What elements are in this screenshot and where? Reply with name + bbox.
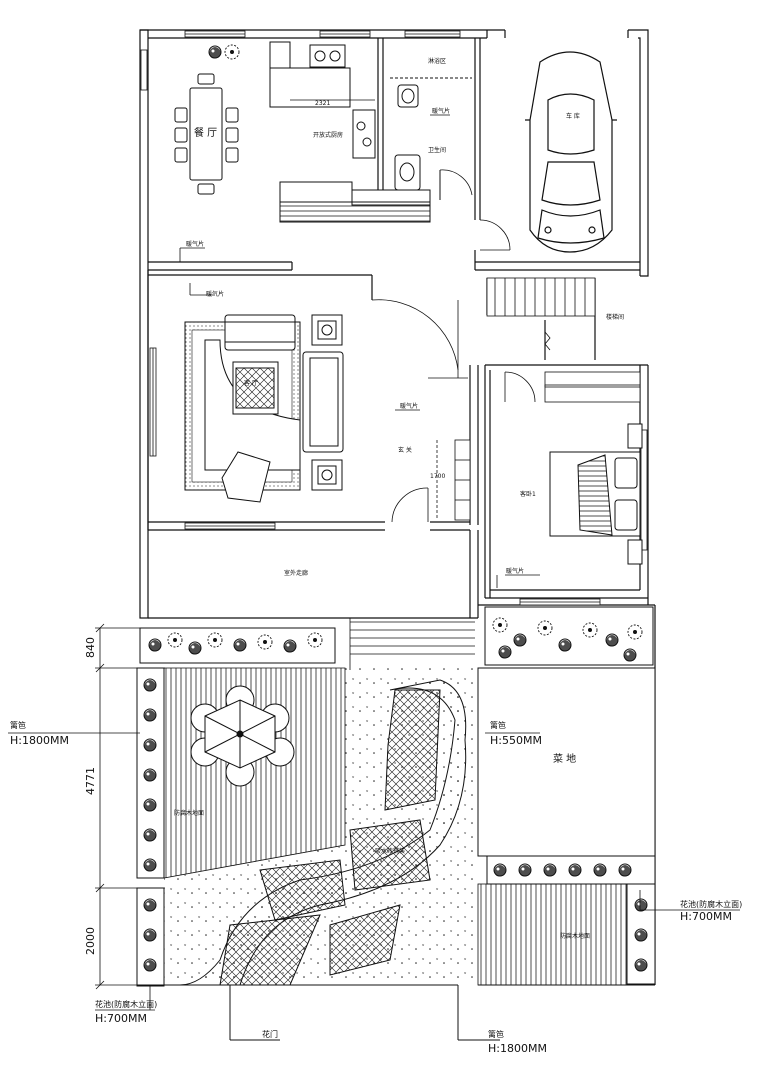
garage-label: 车 库 [566,112,580,120]
umbrella-table [190,685,295,787]
fence-mid-label: 篱笆 [490,720,506,730]
planter-top-left [139,627,336,664]
heater-label-1: 暖气片 [186,240,204,248]
fence-bottom-label: 篱笆 [488,1029,504,1039]
fence-left-label: 篱笆 [10,720,26,730]
bathroom-label: 卫生间 [428,146,446,154]
bedroom-wardrobe [544,371,641,403]
deck [163,667,346,879]
gate-label: 花门 [262,1029,278,1039]
planter-right-label: 花池(防腐木立面) [680,899,742,909]
living-furniture [204,314,344,503]
shower-label: 淋浴区 [428,57,446,65]
fence-left [136,667,165,987]
vegetable-plot [477,667,656,857]
bedroom-label: 客卧1 [520,490,536,498]
dimension-lines [8,114,740,1011]
living-label: 客 厅 [244,379,258,387]
stair-label: 楼梯间 [606,313,624,321]
living-door-arc [371,299,468,523]
garden-steps [349,618,475,670]
fence-mid-height: H:550MM [490,734,542,747]
planter-left-height: H:700MM [95,1012,147,1025]
car-icon [525,51,617,253]
entrance-label: 玄 关 [398,446,412,454]
planter-top-right [484,606,654,666]
dimension-2000: 2000 [84,927,97,955]
kitchen-dimension: 2321 [315,100,330,107]
garden-boundary [137,984,655,1041]
path-label: 吸水砖铺装 [375,847,405,855]
staircase [486,277,596,351]
kitchen-label: 开放式厨房 [313,131,343,139]
planter-left-label: 花池(防腐木立面) [95,999,157,1009]
planter-right-height: H:700MM [680,910,732,923]
heater-label-3: 暖气片 [432,107,450,115]
planter-right [486,855,656,985]
fence-left-height: H:1800MM [10,734,69,747]
corridor-label: 室外走廊 [284,569,308,577]
kitchen-counter [269,41,431,223]
entrance-dimension: 1700 [430,473,445,480]
dining-table [174,73,239,195]
fence-bottom-height: H:1800MM [488,1042,547,1055]
deck-label: 防腐木地面 [174,809,204,817]
deck-right [477,883,628,986]
entrance-cabinet [436,439,471,521]
dining-plant [208,44,240,60]
dimension-4771: 4771 [84,767,97,795]
bedroom-door-arc [504,371,536,403]
garage-door-arc [479,219,511,251]
heater-label-4: 暖气片 [400,402,418,410]
vegetable-label: 菜 地 [553,752,576,765]
dining-label: 餐 厅 [194,126,217,139]
bathroom-fixtures [390,77,473,200]
stone-path [179,679,467,986]
dimension-840: 840 [84,637,97,658]
deck-right-label: 防腐木地面 [560,932,590,940]
bedroom-bed [549,423,643,565]
heater-label-5: 暖气片 [506,567,524,575]
heater-label-2: 暖气片 [206,290,224,298]
windows [140,30,648,606]
